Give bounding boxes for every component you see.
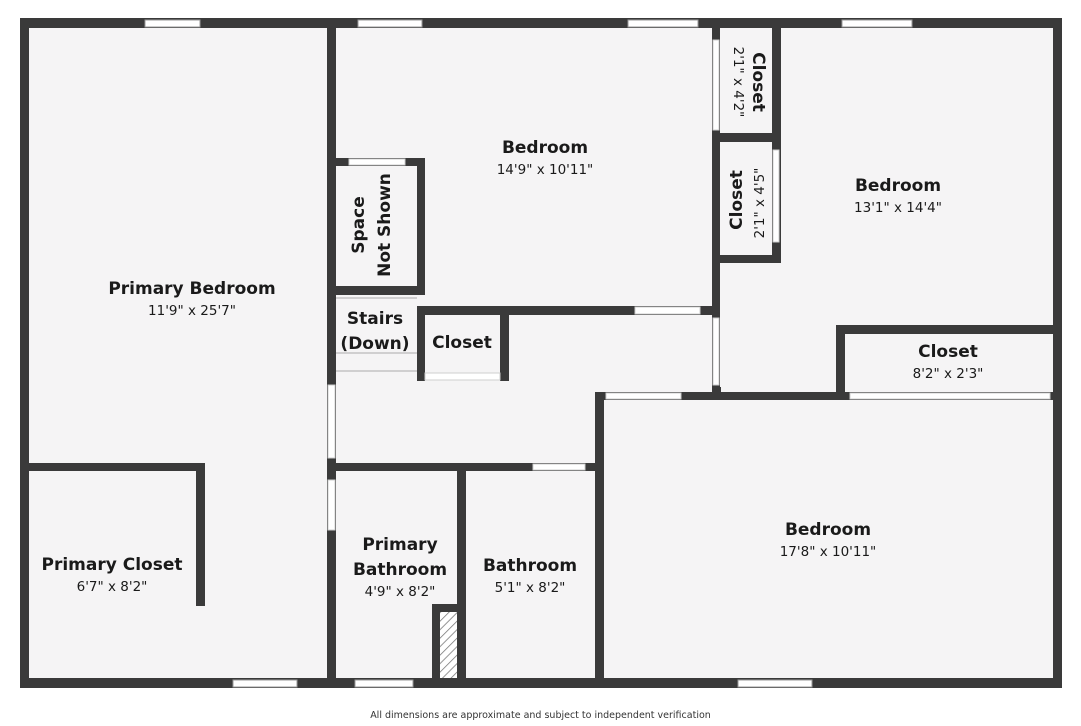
- walls: [20, 18, 1062, 688]
- room-name: Bedroom: [855, 176, 941, 196]
- room-dims: 8'2" x 2'3": [913, 366, 984, 382]
- room-name: Primary Closet: [42, 555, 183, 575]
- room-name: Stairs: [347, 309, 403, 329]
- room-dims: 2'1" x 4'5": [752, 168, 768, 239]
- room-name: Bathroom: [353, 560, 447, 580]
- room-name: Primary Bedroom: [108, 279, 275, 299]
- floor: [20, 18, 1062, 688]
- room-name: Bedroom: [785, 520, 871, 540]
- room-name: Not Shown: [375, 173, 395, 277]
- room-dims: 11'9" x 25'7": [148, 303, 236, 319]
- room-name: Space: [349, 196, 369, 254]
- room-dims: 5'1" x 8'2": [495, 580, 566, 596]
- room-name: Bedroom: [502, 138, 588, 158]
- stairs: [336, 297, 417, 372]
- room-name: (Down): [340, 334, 409, 354]
- room-dims: 17'8" x 10'11": [780, 544, 877, 560]
- room-labels: Primary Bedroom 11'9" x 25'7" Primary Cl…: [42, 47, 984, 600]
- openings: [327, 39, 1051, 531]
- windows: [144, 19, 913, 688]
- hatched-chase: [440, 612, 457, 678]
- room-name: Bathroom: [483, 556, 577, 576]
- room-dims: 13'1" x 14'4": [854, 200, 942, 216]
- room-dims: 14'9" x 10'11": [497, 162, 594, 178]
- room-name: Closet: [432, 333, 492, 353]
- room-dims: 6'7" x 8'2": [77, 579, 148, 595]
- room-name: Closet: [727, 170, 747, 230]
- room-dims: 2'1" x 4'2": [730, 47, 746, 118]
- room-name: Closet: [748, 52, 768, 112]
- disclaimer-footer: All dimensions are approximate and subje…: [370, 710, 711, 721]
- room-name: Closet: [918, 342, 978, 362]
- room-dims: 4'9" x 8'2": [365, 584, 436, 600]
- room-name: Primary: [362, 535, 437, 555]
